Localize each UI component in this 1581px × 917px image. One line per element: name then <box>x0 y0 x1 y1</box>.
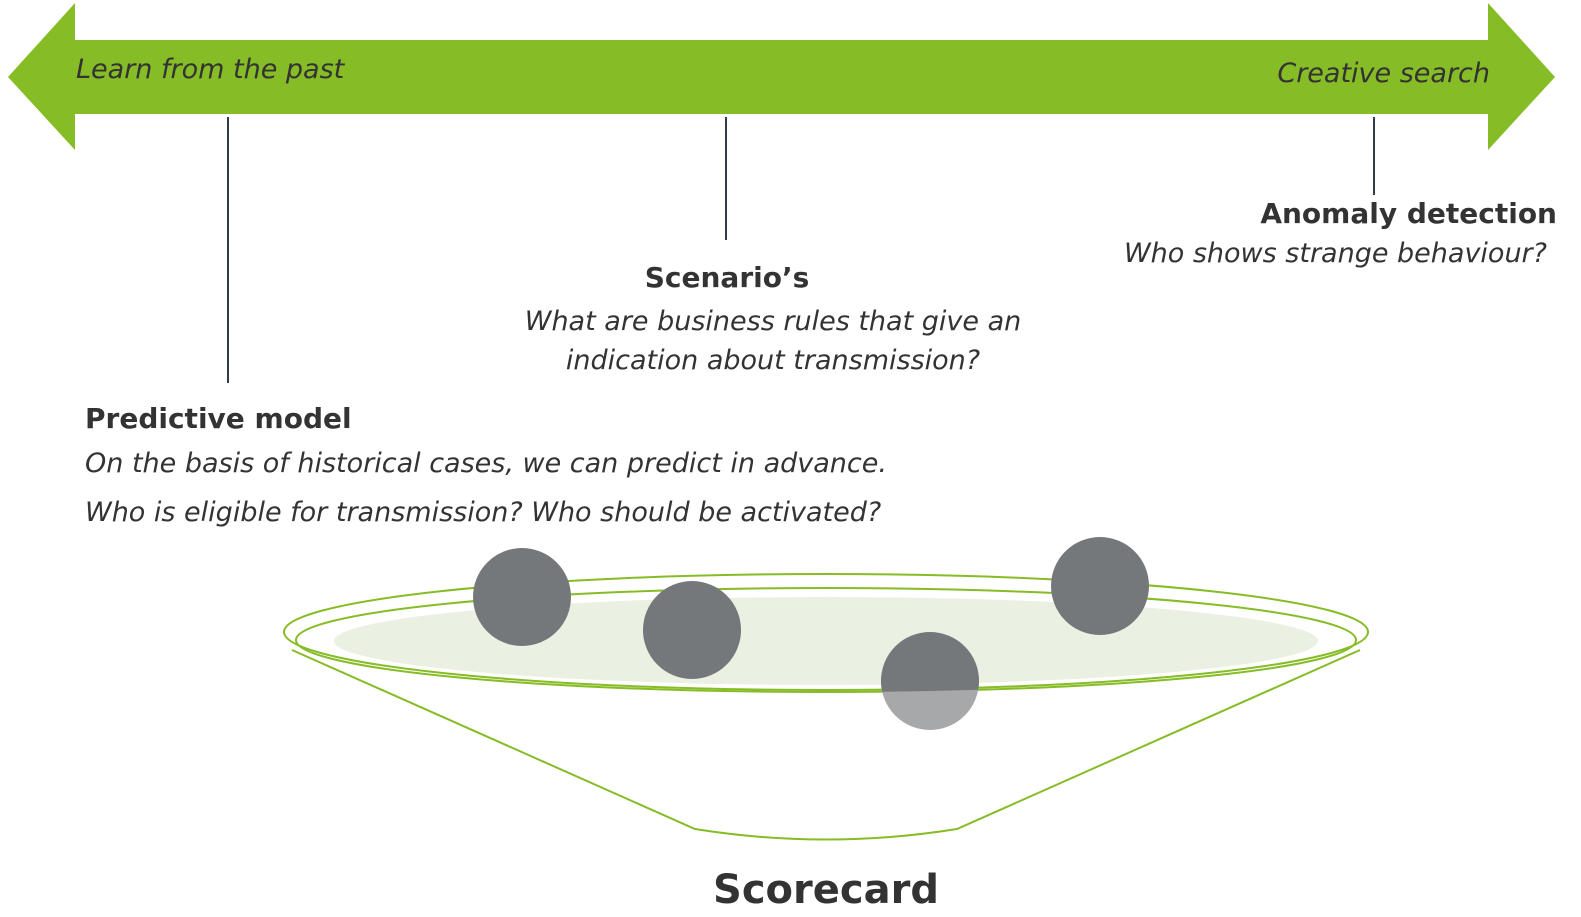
method-description-line: What are business rules that give an <box>525 306 1021 337</box>
method-description-line: indication about transmission? <box>566 345 980 376</box>
method-scenarios: Scenario’s What are business rules that … <box>525 261 1021 376</box>
method-title: Predictive model <box>85 402 352 435</box>
method-description-line: On the basis of historical cases, we can… <box>85 448 887 479</box>
ball <box>473 548 571 646</box>
method-predictive-model: Predictive model On the basis of histori… <box>85 402 887 528</box>
arrow-left-label: Learn from the past <box>76 54 346 85</box>
ball <box>643 581 741 679</box>
arrow-right-label: Creative search <box>1277 58 1490 89</box>
ball-upper-half <box>881 632 979 692</box>
method-anomaly-detection: Anomaly detection Who shows strange beha… <box>1124 197 1557 269</box>
funnel-body <box>291 649 1361 841</box>
method-title: Scenario’s <box>645 261 810 294</box>
method-title: Anomaly detection <box>1260 197 1557 230</box>
funnel-balls <box>473 537 1149 730</box>
scorecard-funnel: Scorecard <box>283 537 1369 913</box>
funnel-rim-inner <box>295 587 1357 693</box>
method-description-line: Who is eligible for transmission? Who sh… <box>85 497 881 528</box>
connectors <box>227 117 1375 383</box>
arrow-body <box>8 3 1555 150</box>
funnel-label: Scorecard <box>713 867 939 913</box>
timeline-arrow: Learn from the past Creative search <box>8 3 1555 150</box>
method-description-line: Who shows strange behaviour? <box>1124 238 1547 269</box>
ball-falling-through <box>881 632 979 730</box>
ball <box>1051 537 1149 635</box>
